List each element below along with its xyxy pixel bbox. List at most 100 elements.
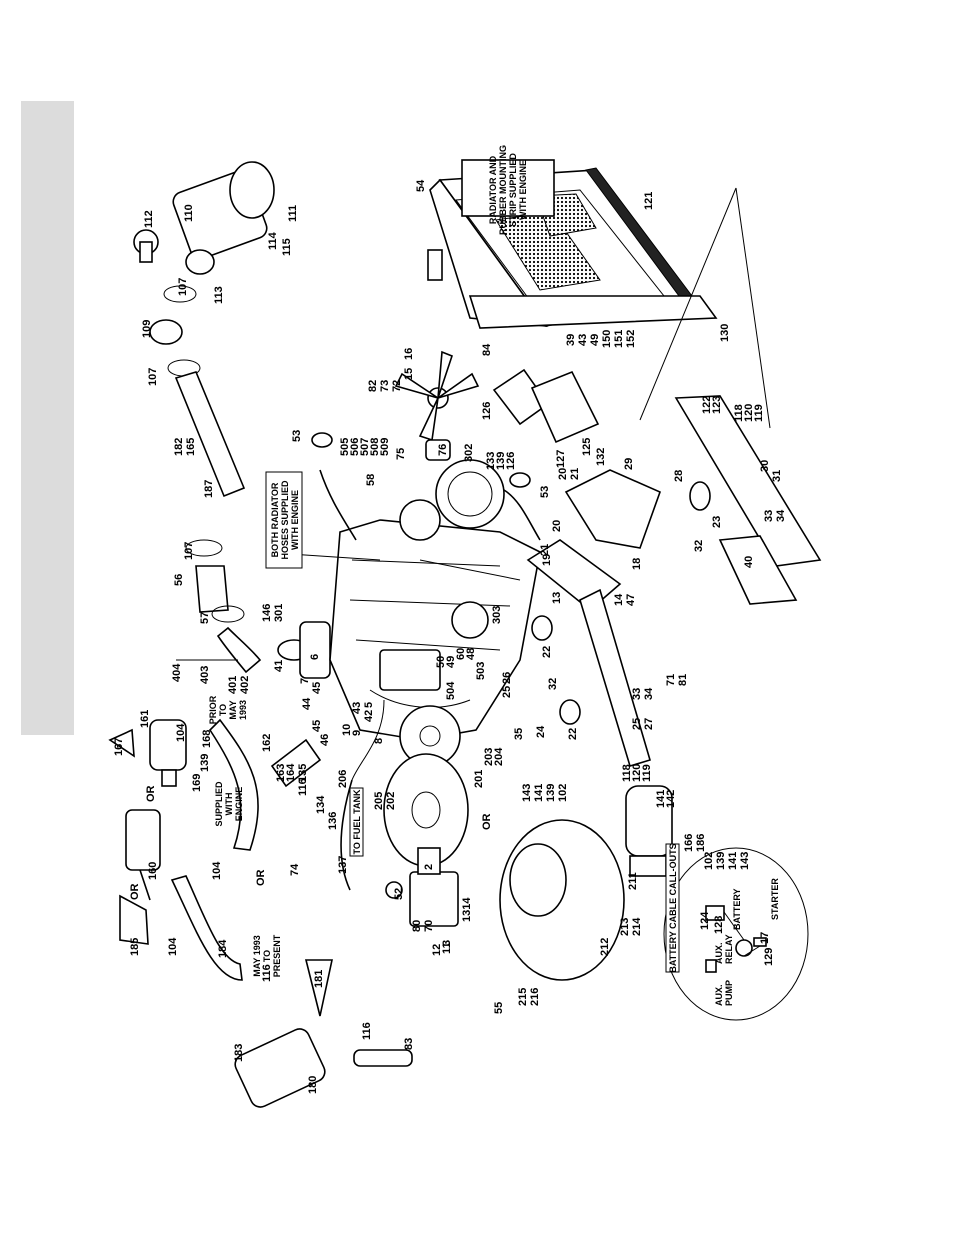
svg-text:120: 120	[743, 404, 755, 422]
svg-text:49: 49	[445, 656, 457, 668]
svg-text:STARTER: STARTER	[770, 878, 780, 920]
svg-text:122: 122	[701, 396, 713, 414]
svg-text:111: 111	[287, 205, 299, 222]
svg-text:402: 402	[239, 676, 251, 694]
svg-text:127: 127	[555, 450, 567, 468]
fan	[394, 350, 480, 461]
svg-text:OR: OR	[145, 785, 157, 802]
svg-text:18: 18	[631, 558, 643, 570]
svg-text:202: 202	[385, 792, 397, 810]
svg-text:14: 14	[613, 593, 625, 606]
svg-text:11: 11	[441, 942, 453, 954]
svg-text:185: 185	[129, 938, 141, 956]
side-margin-tab	[21, 101, 74, 735]
svg-text:57: 57	[199, 612, 211, 624]
engine-block	[311, 432, 541, 741]
svg-text:WITH ENGINE: WITH ENGINE	[290, 490, 300, 550]
svg-text:151: 151	[613, 330, 625, 348]
battery-label: BATTERY STARTER AUX. RELAY AUX. PUMP	[714, 878, 780, 1006]
svg-text:110: 110	[183, 204, 195, 222]
svg-text:135: 135	[297, 764, 309, 782]
svg-text:130: 130	[719, 324, 731, 342]
svg-text:20: 20	[551, 520, 563, 532]
svg-text:201: 201	[473, 770, 485, 788]
svg-text:121: 121	[643, 192, 655, 210]
svg-text:204: 204	[493, 747, 505, 766]
svg-text:5: 5	[363, 702, 375, 708]
svg-text:73: 73	[379, 380, 391, 392]
svg-text:213: 213	[619, 918, 631, 936]
svg-text:3: 3	[441, 940, 453, 946]
svg-text:WITH: WITH	[224, 793, 234, 816]
svg-text:58: 58	[365, 474, 377, 486]
svg-text:34: 34	[775, 509, 787, 522]
svg-text:TO: TO	[218, 704, 228, 716]
svg-text:54: 54	[415, 179, 427, 192]
svg-text:102: 102	[703, 852, 715, 870]
svg-text:1993: 1993	[238, 700, 248, 720]
hydraulic-pump	[385, 847, 459, 927]
svg-text:BATTERY: BATTERY	[732, 889, 742, 931]
svg-text:33: 33	[763, 510, 775, 522]
svg-text:119: 119	[753, 404, 765, 422]
svg-text:WITH ENGINE: WITH ENGINE	[518, 160, 528, 220]
svg-text:33: 33	[631, 688, 643, 700]
svg-text:1314: 1314	[461, 897, 473, 922]
svg-text:29: 29	[623, 458, 635, 470]
svg-text:45: 45	[311, 720, 323, 732]
may-1993-present-note: MAY 1993 TO PRESENT	[252, 934, 282, 977]
svg-text:10: 10	[341, 724, 353, 736]
leader-lines	[289, 187, 771, 581]
svg-text:31: 31	[771, 470, 783, 482]
svg-text:RELAY: RELAY	[724, 934, 734, 964]
svg-text:104: 104	[211, 861, 223, 880]
svg-text:143: 143	[521, 784, 533, 802]
svg-text:118: 118	[733, 404, 745, 422]
or-labels: OR OR OR OR	[129, 785, 493, 900]
svg-text:81: 81	[677, 674, 689, 686]
svg-text:25: 25	[631, 718, 643, 730]
svg-text:124: 124	[699, 911, 711, 930]
svg-text:403: 403	[199, 666, 211, 684]
svg-text:116: 116	[261, 964, 273, 982]
oil-cooler	[492, 368, 600, 444]
svg-text:164: 164	[285, 763, 297, 782]
svg-text:152: 152	[625, 330, 637, 348]
svg-text:7: 7	[299, 678, 311, 684]
svg-text:183: 183	[233, 1044, 245, 1062]
svg-text:12: 12	[431, 944, 443, 956]
svg-text:216: 216	[529, 988, 541, 1006]
svg-text:OR: OR	[481, 813, 493, 830]
svg-text:504: 504	[445, 681, 457, 700]
svg-text:503: 503	[475, 662, 487, 680]
svg-text:186: 186	[695, 834, 707, 852]
svg-text:80: 80	[411, 920, 423, 932]
svg-text:STRIP SUPPLIED: STRIP SUPPLIED	[508, 153, 518, 227]
svg-text:212: 212	[599, 938, 611, 956]
svg-text:169: 169	[191, 774, 203, 792]
svg-text:180: 180	[307, 1076, 319, 1094]
svg-text:123: 123	[711, 396, 723, 414]
svg-text:60: 60	[455, 648, 467, 660]
mounting-brackets	[526, 395, 822, 767]
svg-text:AUX.: AUX.	[714, 984, 724, 1006]
supplied-with-engine-note: SUPPLIED WITH ENGINE	[214, 781, 244, 827]
svg-text:15: 15	[403, 368, 415, 380]
svg-text:113: 113	[213, 286, 225, 304]
svg-text:203: 203	[483, 748, 495, 766]
svg-text:187: 187	[203, 480, 215, 498]
svg-text:30: 30	[759, 460, 771, 472]
svg-text:150: 150	[601, 330, 613, 348]
svg-text:134: 134	[315, 795, 327, 814]
svg-text:119: 119	[641, 764, 653, 782]
svg-text:21: 21	[569, 468, 581, 480]
svg-text:27: 27	[643, 718, 655, 730]
svg-text:ENGINE: ENGINE	[234, 787, 244, 822]
starter-motor	[625, 785, 673, 877]
svg-text:8: 8	[373, 738, 385, 744]
svg-text:OR: OR	[129, 883, 141, 900]
svg-text:506: 506	[349, 438, 361, 456]
svg-text:107: 107	[183, 542, 195, 560]
svg-text:137: 137	[337, 856, 349, 874]
